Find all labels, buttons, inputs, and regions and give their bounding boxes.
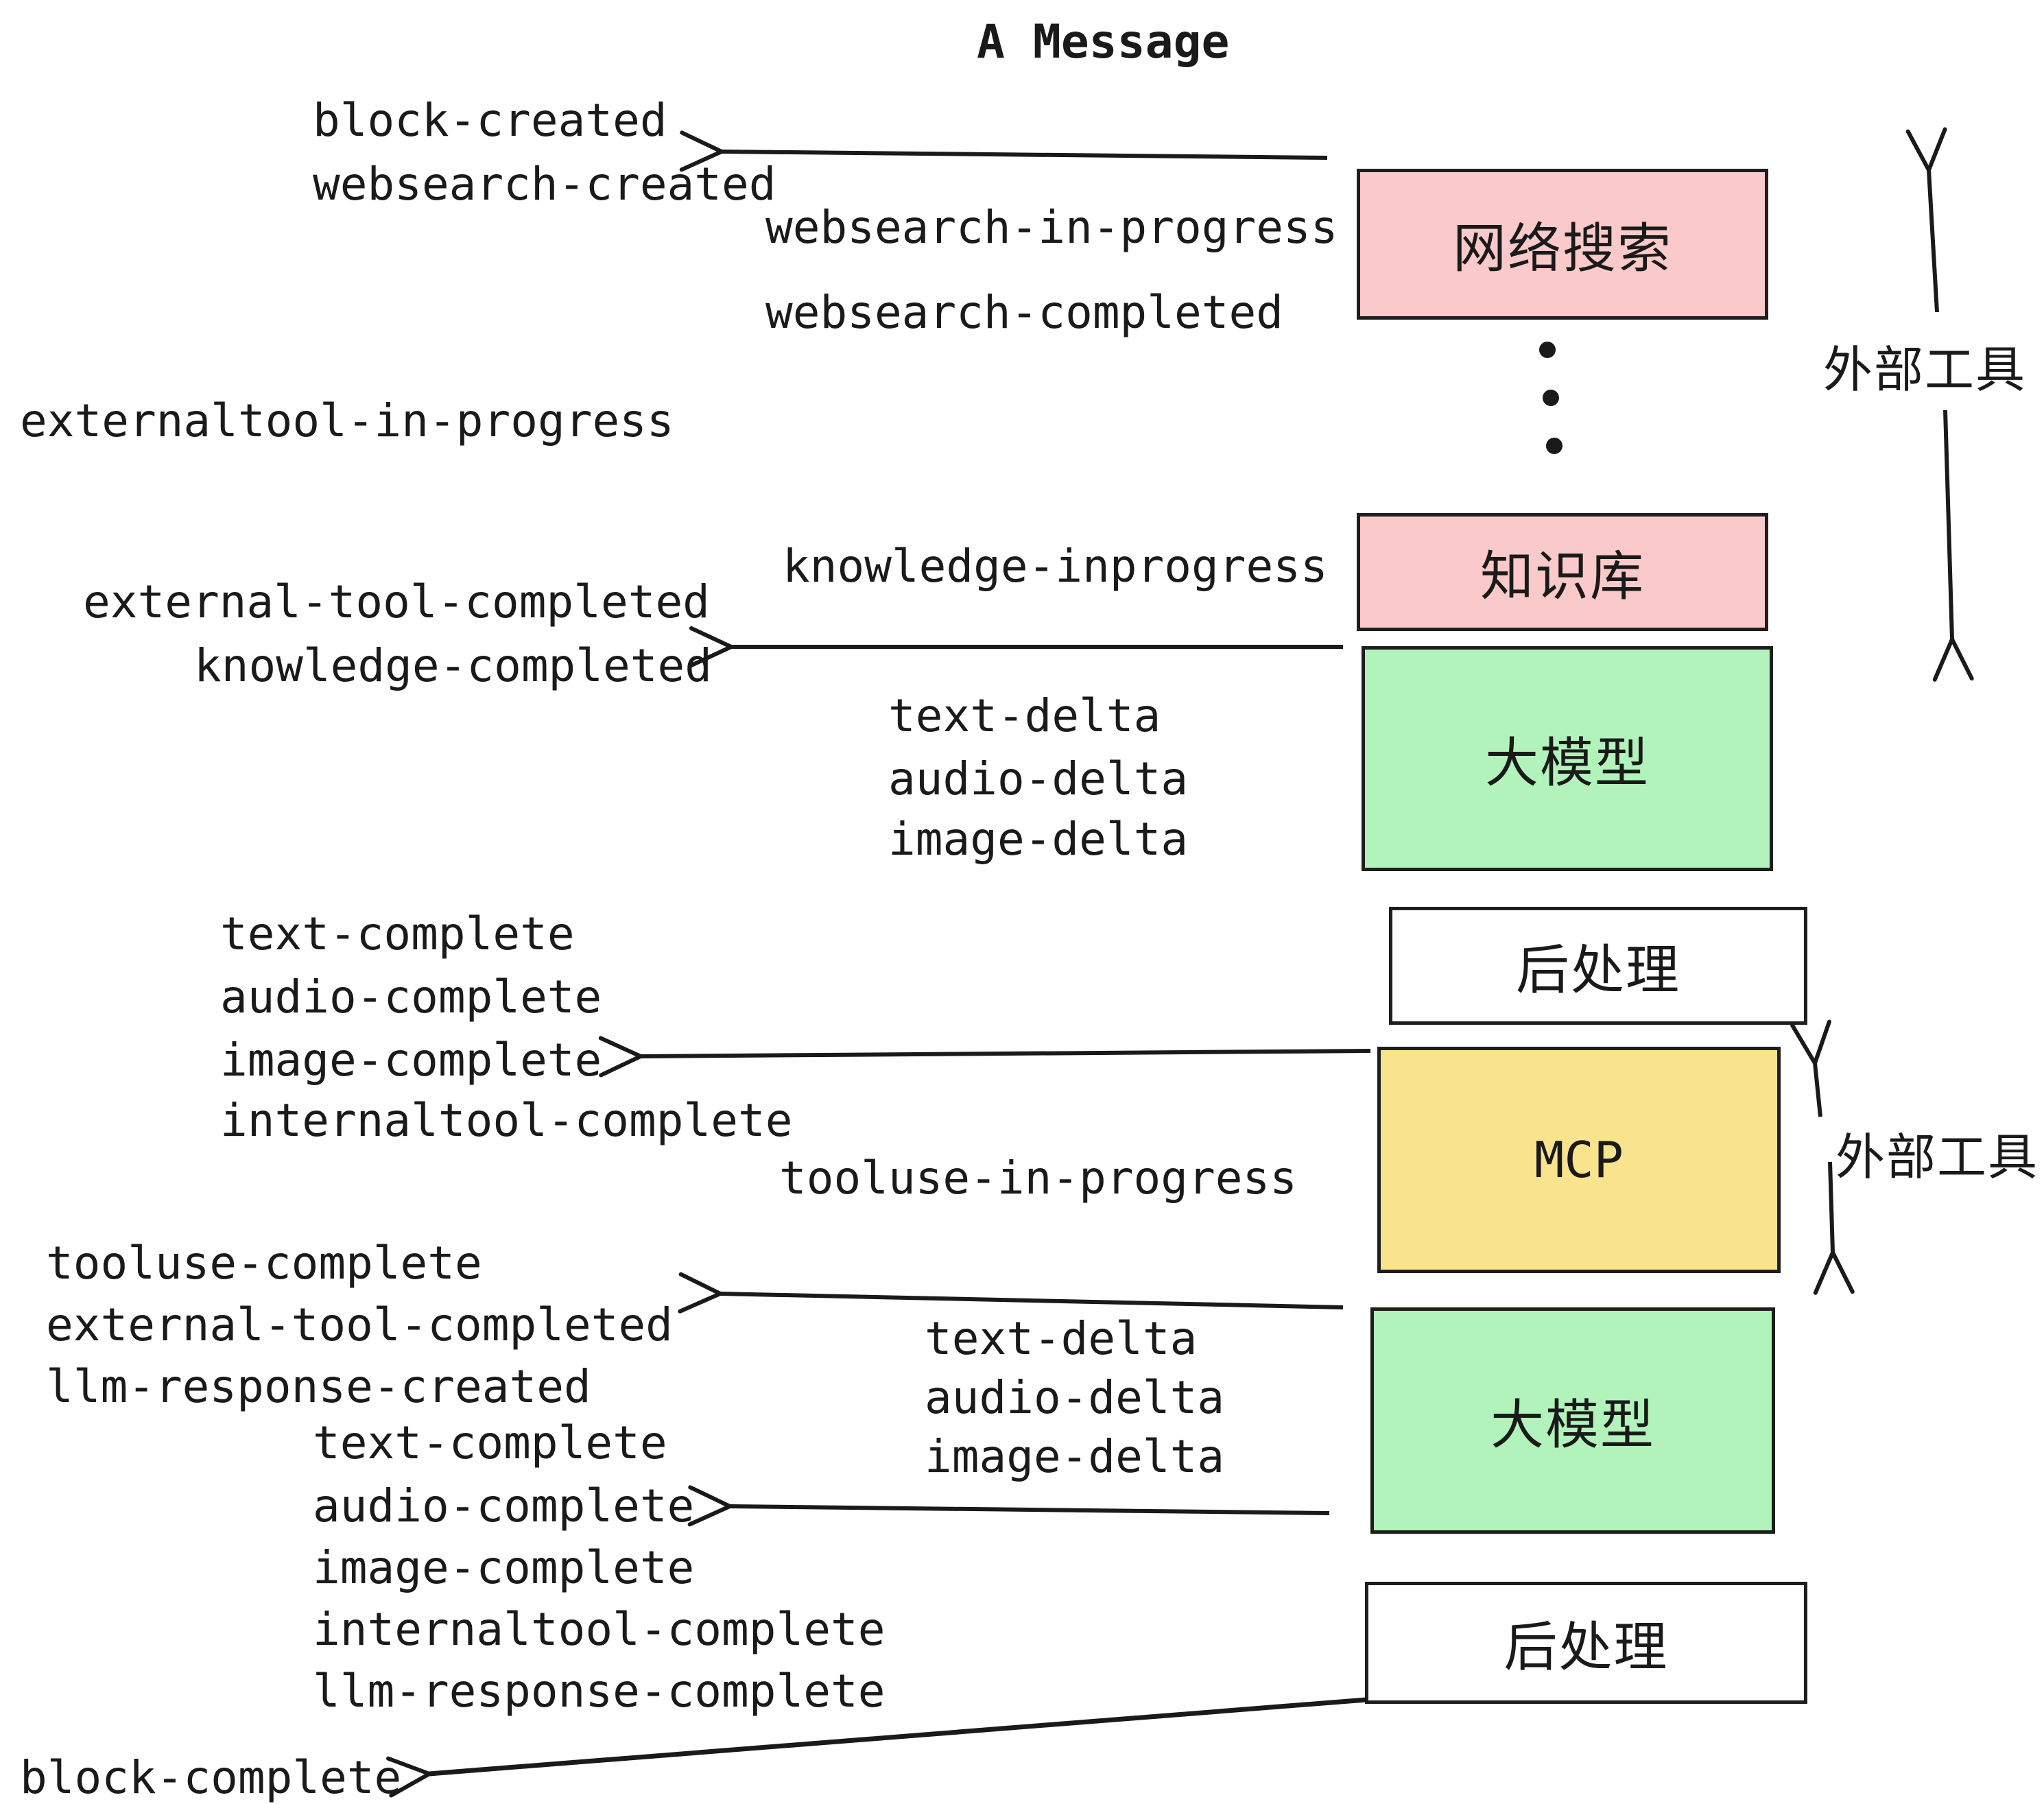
event-label-text-complete-2: text-complete [313,1416,667,1469]
event-label-audio-complete-2: audio-complete [313,1480,695,1532]
arrow-image-complete [598,1036,1371,1078]
arrow-tooluse-complete [678,1272,1344,1314]
box-postprocess-1: 后处理 [1389,907,1807,1025]
box-llm-1: 大模型 [1362,646,1773,871]
event-label-tooluse-complete: tooluse-complete [46,1237,482,1290]
event-label-image-complete-1: image-complete [220,1034,602,1087]
box-mcp: MCP [1377,1047,1781,1273]
event-label-externaltool-in-progress: externaltool-in-progress [20,394,674,447]
event-label-websearch-completed: websearch-completed [765,286,1283,339]
arrow-block-complete [386,1697,1367,1798]
event-label-audio-delta-1: audio-delta [888,752,1189,805]
box-websearch: 网络搜索 [1357,169,1768,320]
event-label-llm-response-complete: llm-response-complete [313,1665,886,1718]
diagram-title: A Message [977,15,1230,69]
event-label-internaltool-complete-2: internaltool-complete [313,1603,886,1656]
event-label-llm-response-created: llm-response-created [46,1360,591,1413]
event-label-text-complete-1: text-complete [220,907,575,960]
box-knowledge-label: 知识库 [1479,546,1645,606]
event-label-image-delta-2: image-delta [925,1430,1225,1483]
event-label-external-tool-completed-2: external-tool-completed [46,1298,673,1351]
event-label-text-delta-2: text-delta [925,1312,1198,1365]
event-label-block-complete: block-complete [20,1751,402,1804]
external-tools-down-arrow-2 [1813,1161,1855,1295]
event-label-internaltool-complete-1: internaltool-complete [220,1094,793,1147]
event-label-block-created: block-created [313,94,667,147]
box-websearch-label: 网络搜索 [1452,218,1672,278]
event-label-audio-delta-2: audio-delta [925,1371,1225,1424]
box-postprocess-1-label: 后处理 [1515,940,1680,1000]
box-mcp-label: MCP [1534,1131,1624,1189]
box-llm-2: 大模型 [1370,1307,1775,1534]
event-label-image-delta-1: image-delta [888,813,1189,866]
event-label-audio-complete-1: audio-complete [220,971,602,1023]
event-label-knowledge-completed: knowledge-completed [194,639,712,692]
box-postprocess-2: 后处理 [1365,1582,1807,1704]
box-postprocess-2-label: 后处理 [1504,1617,1669,1677]
event-label-external-tool-completed-1: external-tool-completed [83,575,710,628]
external-tools-up-arrow-2 [1790,1019,1831,1117]
external-tools-label-1: 外部工具 [1823,343,2027,398]
event-label-image-complete-2: image-complete [313,1541,695,1594]
event-label-websearch-in-progress: websearch-in-progress [765,201,1338,254]
arrow-websearch-created [679,130,1328,172]
event-label-tooluse-in-progress: tooluse-in-progress [779,1152,1297,1204]
arrow-audio-complete [687,1485,1330,1527]
event-label-text-delta-1: text-delta [888,689,1161,742]
box-llm-1-label: 大模型 [1484,733,1650,793]
external-tools-down-arrow-1 [1932,410,1974,682]
event-label-knowledge-inprogress: knowledge-inprogress [783,540,1328,593]
box-llm-2-label: 大模型 [1490,1394,1655,1455]
box-knowledge: 知识库 [1357,513,1768,631]
external-tools-label-2: 外部工具 [1835,1130,2039,1185]
external-tools-up-arrow-1 [1905,127,1947,313]
ellipsis-dots-icon [1539,342,1562,454]
